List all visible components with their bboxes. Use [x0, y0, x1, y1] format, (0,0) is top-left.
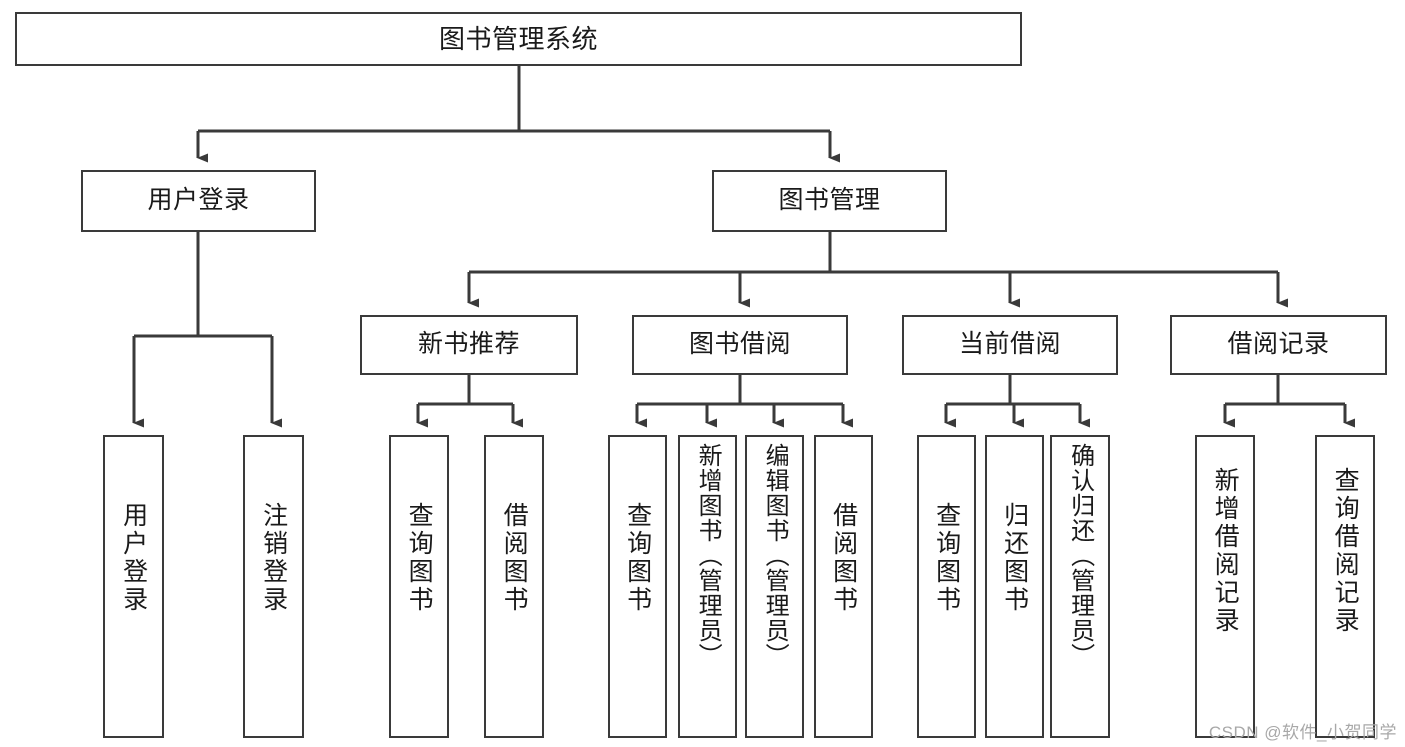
leaf-new-book-query-books[interactable]: 查询图书: [389, 435, 449, 738]
node-label: 图书管理: [778, 186, 881, 215]
node-label: 确认归还（管理员）: [1066, 443, 1094, 668]
node-user-login[interactable]: 用户登录: [81, 170, 316, 232]
node-label: 借阅图书: [829, 502, 858, 614]
leaf-user-login-signin[interactable]: 用户登录: [103, 435, 164, 738]
node-label: 查询图书: [932, 502, 961, 614]
node-label: 查询借阅记录: [1331, 467, 1360, 635]
leaf-book-borrow-add-book-admin[interactable]: 新增图书（管理员）: [678, 435, 737, 738]
leaf-book-borrow-borrow-books[interactable]: 借阅图书: [814, 435, 873, 738]
node-book-management-system[interactable]: 图书管理系统: [15, 12, 1022, 66]
node-label: 注销登录: [259, 502, 288, 614]
leaf-book-borrow-query-books[interactable]: 查询图书: [608, 435, 667, 738]
node-label: 归还图书: [1000, 502, 1029, 614]
node-label: 新书推荐: [417, 330, 520, 359]
node-label: 图书管理系统: [438, 23, 598, 54]
leaf-current-borrow-return-books[interactable]: 归还图书: [985, 435, 1044, 738]
node-label: 用户登录: [119, 502, 148, 614]
node-label: 图书借阅: [688, 330, 791, 359]
node-label: 编辑图书（管理员）: [761, 443, 789, 668]
leaf-current-borrow-confirm-return-admin[interactable]: 确认归还（管理员）: [1050, 435, 1110, 738]
leaf-new-book-borrow-books[interactable]: 借阅图书: [484, 435, 544, 738]
node-borrowing-records[interactable]: 借阅记录: [1170, 315, 1387, 375]
node-label: 查询图书: [405, 502, 434, 614]
node-new-book-recommendation[interactable]: 新书推荐: [360, 315, 578, 375]
leaf-book-borrow-edit-book-admin[interactable]: 编辑图书（管理员）: [745, 435, 804, 738]
node-label: 当前借阅: [958, 330, 1061, 359]
leaf-current-borrow-query-books[interactable]: 查询图书: [917, 435, 976, 738]
node-current-borrowing[interactable]: 当前借阅: [902, 315, 1118, 375]
node-book-borrowing[interactable]: 图书借阅: [632, 315, 848, 375]
node-book-management[interactable]: 图书管理: [712, 170, 947, 232]
node-label: 查询图书: [623, 502, 652, 614]
watermark-text: CSDN @软件_小贺同学: [1208, 723, 1397, 742]
node-label: 借阅记录: [1227, 330, 1330, 359]
leaf-user-login-signout[interactable]: 注销登录: [243, 435, 304, 738]
node-label: 新增借阅记录: [1211, 467, 1240, 635]
node-label: 借阅图书: [500, 502, 529, 614]
leaf-borrow-records-query-record[interactable]: 查询借阅记录: [1315, 435, 1375, 738]
node-label: 用户登录: [147, 186, 250, 215]
leaf-borrow-records-add-record[interactable]: 新增借阅记录: [1195, 435, 1255, 738]
node-label: 新增图书（管理员）: [694, 443, 722, 668]
